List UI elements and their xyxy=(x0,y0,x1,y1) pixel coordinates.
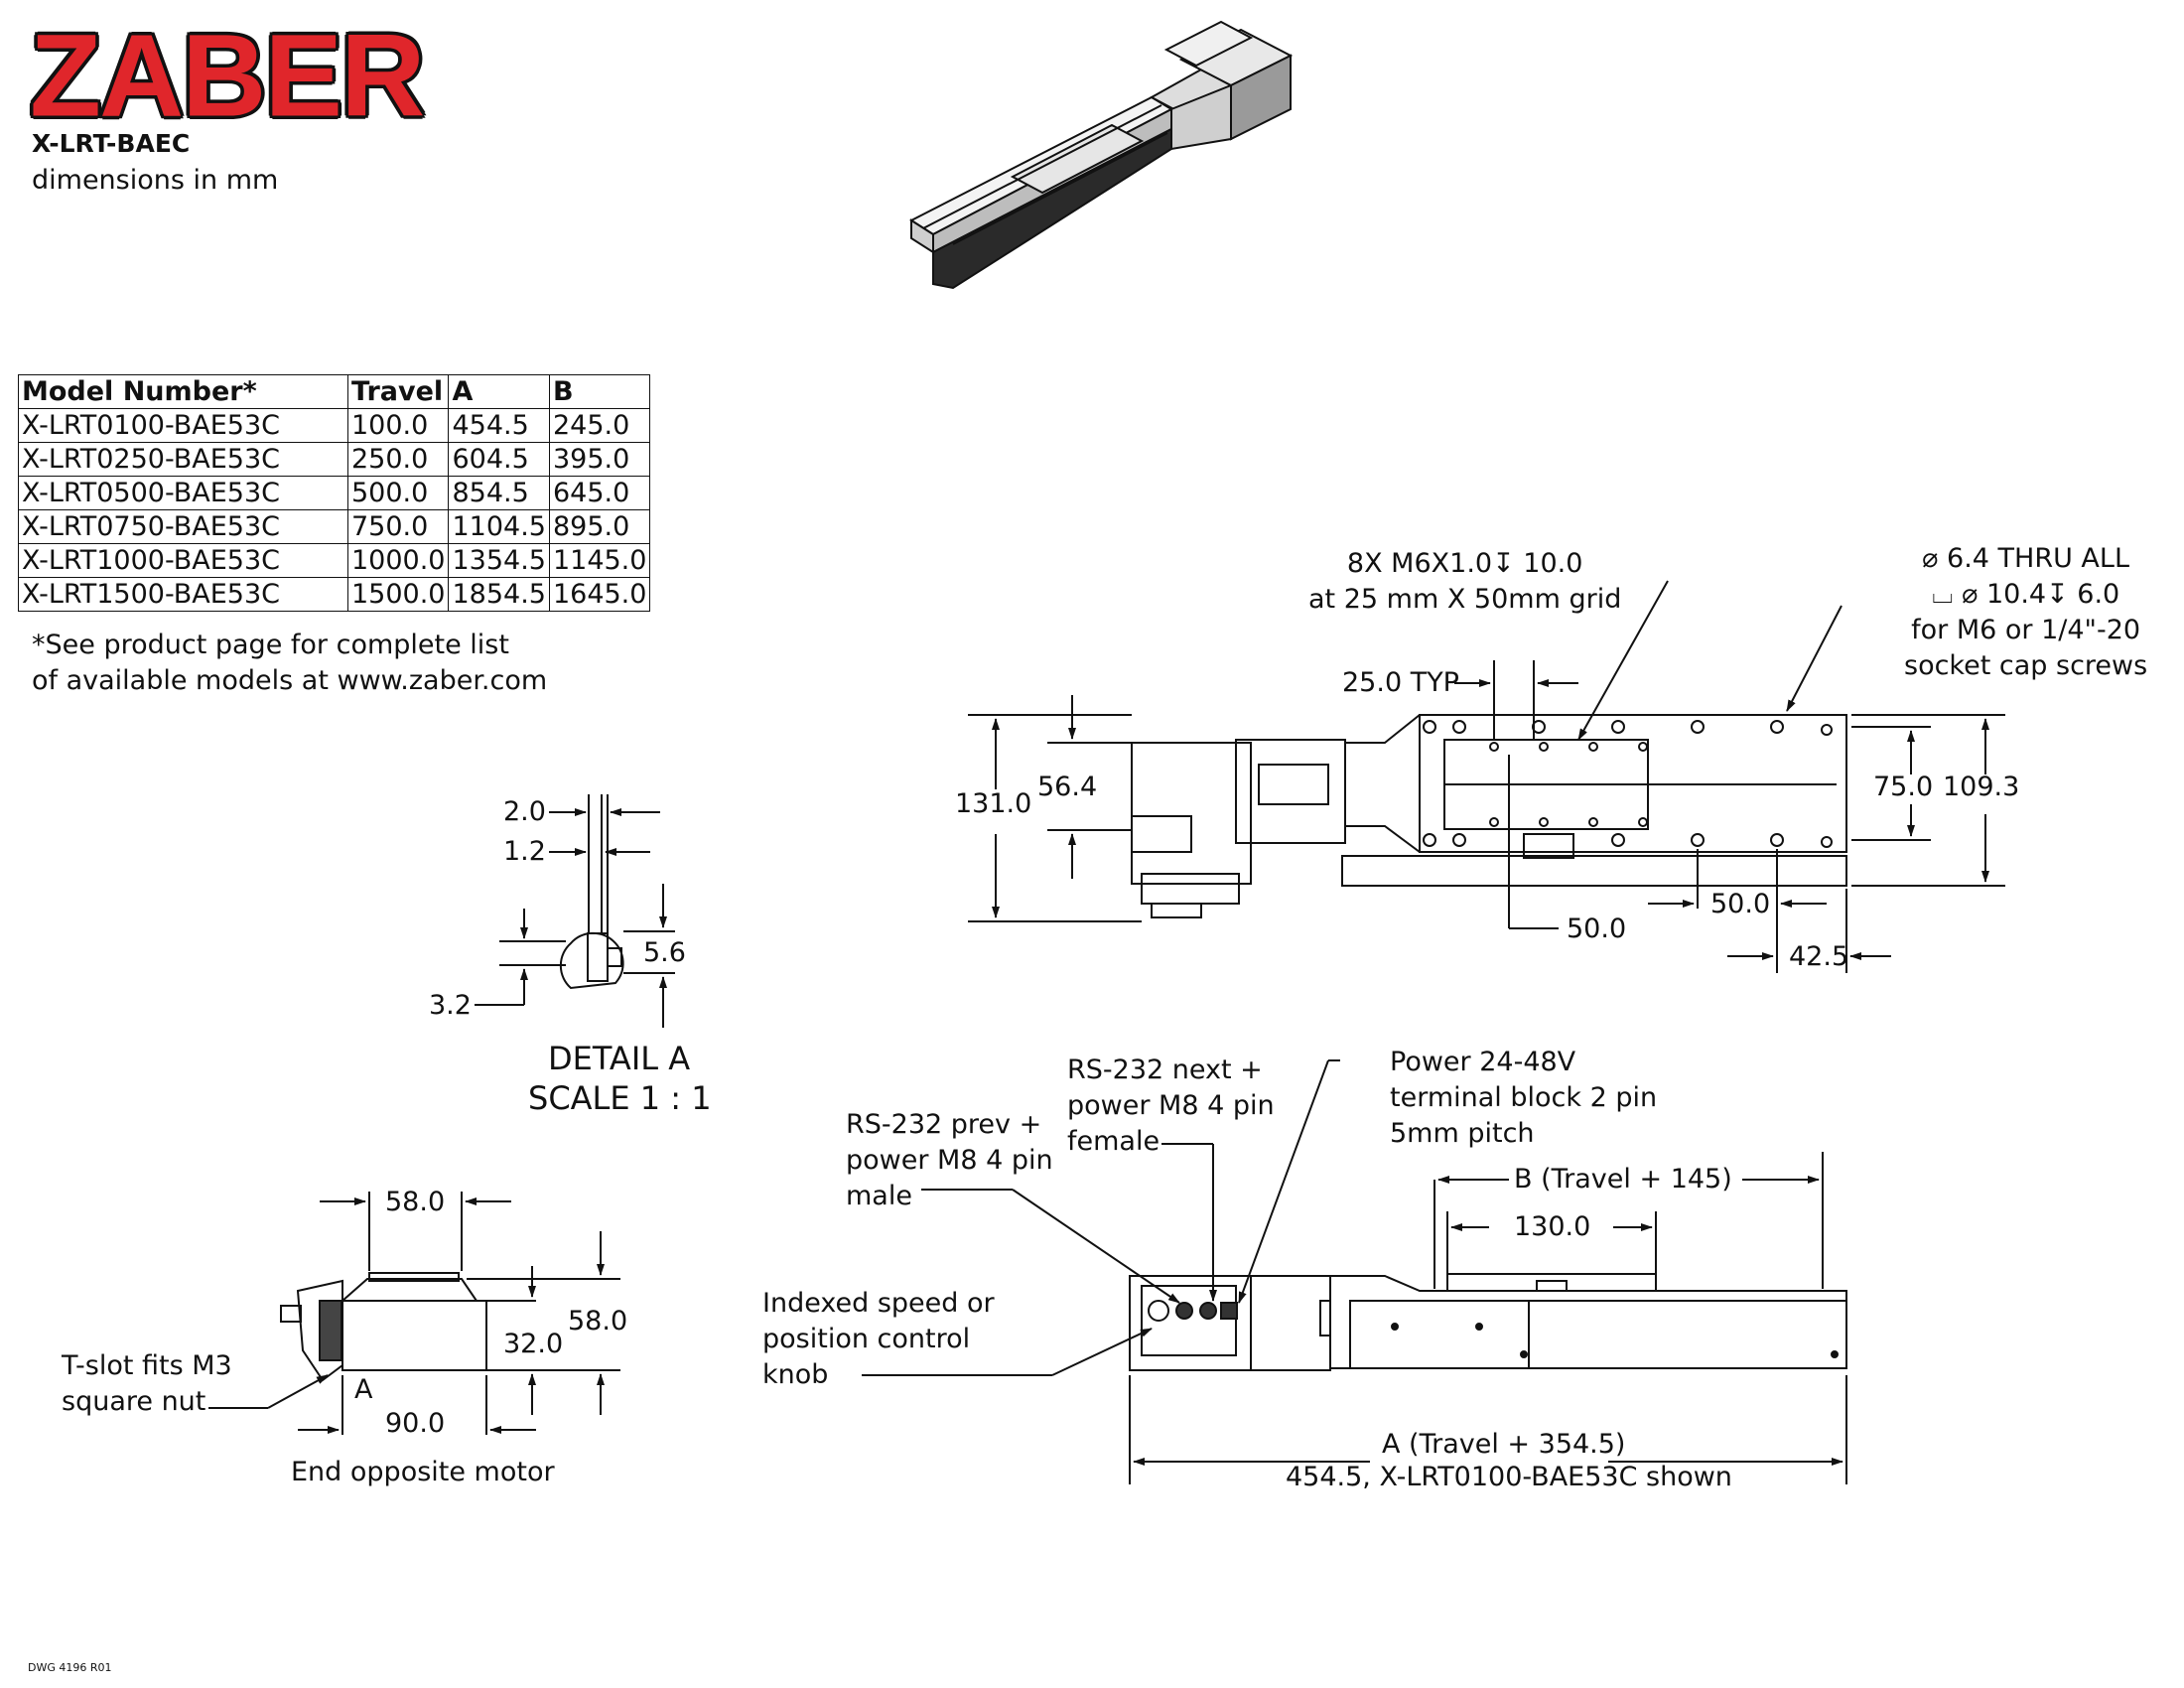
side-view xyxy=(862,1059,1847,1484)
dim-5-6: 5.6 xyxy=(643,937,686,968)
cell: X-LRT0100-BAE53C xyxy=(18,408,348,443)
note-line: RS-232 next + xyxy=(1067,1055,1263,1085)
cell: 1104.5 xyxy=(448,509,550,544)
cell: 500.0 xyxy=(346,476,450,510)
thru-holes-note: ⌀ 6.4 THRU ALL ⌴ ⌀ 10.4↧ 6.0 for M6 or 1… xyxy=(1904,541,2147,684)
zaber-logo: ZABER xyxy=(30,10,425,142)
detail-marker-a: A xyxy=(354,1374,373,1405)
note-line: knob xyxy=(762,1359,829,1390)
dim-a-note: 454.5, X-LRT0100-BAE53C shown xyxy=(1286,1462,1732,1492)
dim-90: 90.0 xyxy=(385,1408,446,1439)
dim-3-2: 3.2 xyxy=(429,990,472,1021)
dim-42-5: 42.5 xyxy=(1789,941,1849,972)
footnote-line: of available models at www.zaber.com xyxy=(32,665,548,696)
note-line: for M6 or 1/4"-20 xyxy=(1911,615,2141,645)
col-travel: Travel xyxy=(346,374,450,409)
rs232-next-note: RS-232 next + power M8 4 pin female xyxy=(1067,1053,1275,1160)
mounting-holes xyxy=(1423,720,1833,848)
cell: 604.5 xyxy=(448,442,550,477)
power-note: Power 24-48V terminal block 2 pin 5mm pi… xyxy=(1390,1045,1657,1152)
note-line: power M8 4 pin xyxy=(1067,1090,1275,1121)
tapped-holes-note: 8X M6X1.0↧ 10.0 at 25 mm X 50mm grid xyxy=(1308,546,1621,618)
knob-note: Indexed speed or position control knob xyxy=(762,1286,995,1393)
cell: 1000.0 xyxy=(346,543,450,578)
note-line: power M8 4 pin xyxy=(846,1145,1053,1176)
table-footnote: *See product page for complete list of a… xyxy=(32,628,547,699)
dim-56-4: 56.4 xyxy=(1037,772,1098,802)
dim-58-width: 58.0 xyxy=(385,1187,446,1217)
dim-1-2: 1.2 xyxy=(503,836,546,867)
cell: X-LRT0250-BAE53C xyxy=(18,442,348,477)
cell: X-LRT0500-BAE53C xyxy=(18,476,348,510)
note-line: male xyxy=(846,1181,912,1211)
cell: 395.0 xyxy=(548,442,651,477)
dim-130: 130.0 xyxy=(1514,1211,1591,1242)
note-line: position control xyxy=(762,1324,971,1354)
top-view xyxy=(968,580,2005,973)
dim-75: 75.0 xyxy=(1873,772,1934,802)
cell: 250.0 xyxy=(346,442,450,477)
dim-32: 32.0 xyxy=(503,1329,564,1359)
cell: 454.5 xyxy=(448,408,550,443)
stage-isometric-render xyxy=(908,20,1294,290)
cell: 100.0 xyxy=(346,408,450,443)
detail-a-title: DETAIL A xyxy=(548,1040,691,1077)
cell: X-LRT0750-BAE53C xyxy=(18,509,348,544)
cell: X-LRT1000-BAE53C xyxy=(18,543,348,578)
note-line: ⌀ 6.4 THRU ALL xyxy=(1922,543,2129,574)
dim-50-b: 50.0 xyxy=(1710,889,1771,919)
cell: 895.0 xyxy=(548,509,651,544)
note-line: at 25 mm X 50mm grid xyxy=(1308,584,1622,615)
cell: X-LRT1500-BAE53C xyxy=(18,577,348,612)
model-title: X-LRT-BAEC xyxy=(32,129,191,158)
dim-109-3: 109.3 xyxy=(1943,772,2020,802)
dim-131: 131.0 xyxy=(955,788,1032,819)
units-note: dimensions in mm xyxy=(32,165,279,196)
cell: 1645.0 xyxy=(548,577,651,612)
note-line: Indexed speed or xyxy=(762,1288,995,1319)
note-line: T-slot fits M3 xyxy=(62,1350,232,1381)
dim-25-typ: 25.0 TYP xyxy=(1342,667,1459,698)
cell: 1500.0 xyxy=(346,577,450,612)
drawing-number: DWG 4196 R01 xyxy=(28,1661,112,1674)
rs232-prev-note: RS-232 prev + power M8 4 pin male xyxy=(846,1107,1053,1214)
dim-58-height: 58.0 xyxy=(568,1306,628,1336)
cell: 854.5 xyxy=(448,476,550,510)
end-view-caption: End opposite motor xyxy=(291,1457,555,1487)
detail-a-view xyxy=(475,794,675,1028)
note-line: terminal block 2 pin xyxy=(1390,1082,1658,1113)
dim-a: A (Travel + 354.5) xyxy=(1382,1429,1626,1460)
table-header-row: Model Number* Travel A B xyxy=(18,374,651,409)
footnote-line: *See product page for complete list xyxy=(32,630,509,660)
model-spec-table: Model Number* Travel A B X-LRT0100-BAE53… xyxy=(18,374,651,612)
dim-b: B (Travel + 145) xyxy=(1514,1164,1732,1195)
note-line: 5mm pitch xyxy=(1390,1118,1535,1149)
cell: 645.0 xyxy=(548,476,651,510)
dim-50-a: 50.0 xyxy=(1567,914,1627,944)
note-line: square nut xyxy=(62,1386,206,1417)
note-line: ⌴ ⌀ 10.4↧ 6.0 xyxy=(1931,579,2120,610)
note-line: RS-232 prev + xyxy=(846,1109,1042,1140)
note-line: Power 24-48V xyxy=(1390,1047,1576,1077)
detail-a-scale: SCALE 1 : 1 xyxy=(528,1079,712,1117)
col-model-number: Model Number* xyxy=(18,374,348,409)
cell: 1145.0 xyxy=(548,543,651,578)
cell: 245.0 xyxy=(548,408,651,443)
note-line: socket cap screws xyxy=(1904,650,2148,681)
tslot-note: T-slot fits M3 square nut xyxy=(62,1348,232,1420)
dim-2-0: 2.0 xyxy=(503,796,546,827)
note-line: female xyxy=(1067,1126,1160,1157)
end-view xyxy=(208,1192,620,1435)
note-line: 8X M6X1.0↧ 10.0 xyxy=(1346,548,1583,579)
